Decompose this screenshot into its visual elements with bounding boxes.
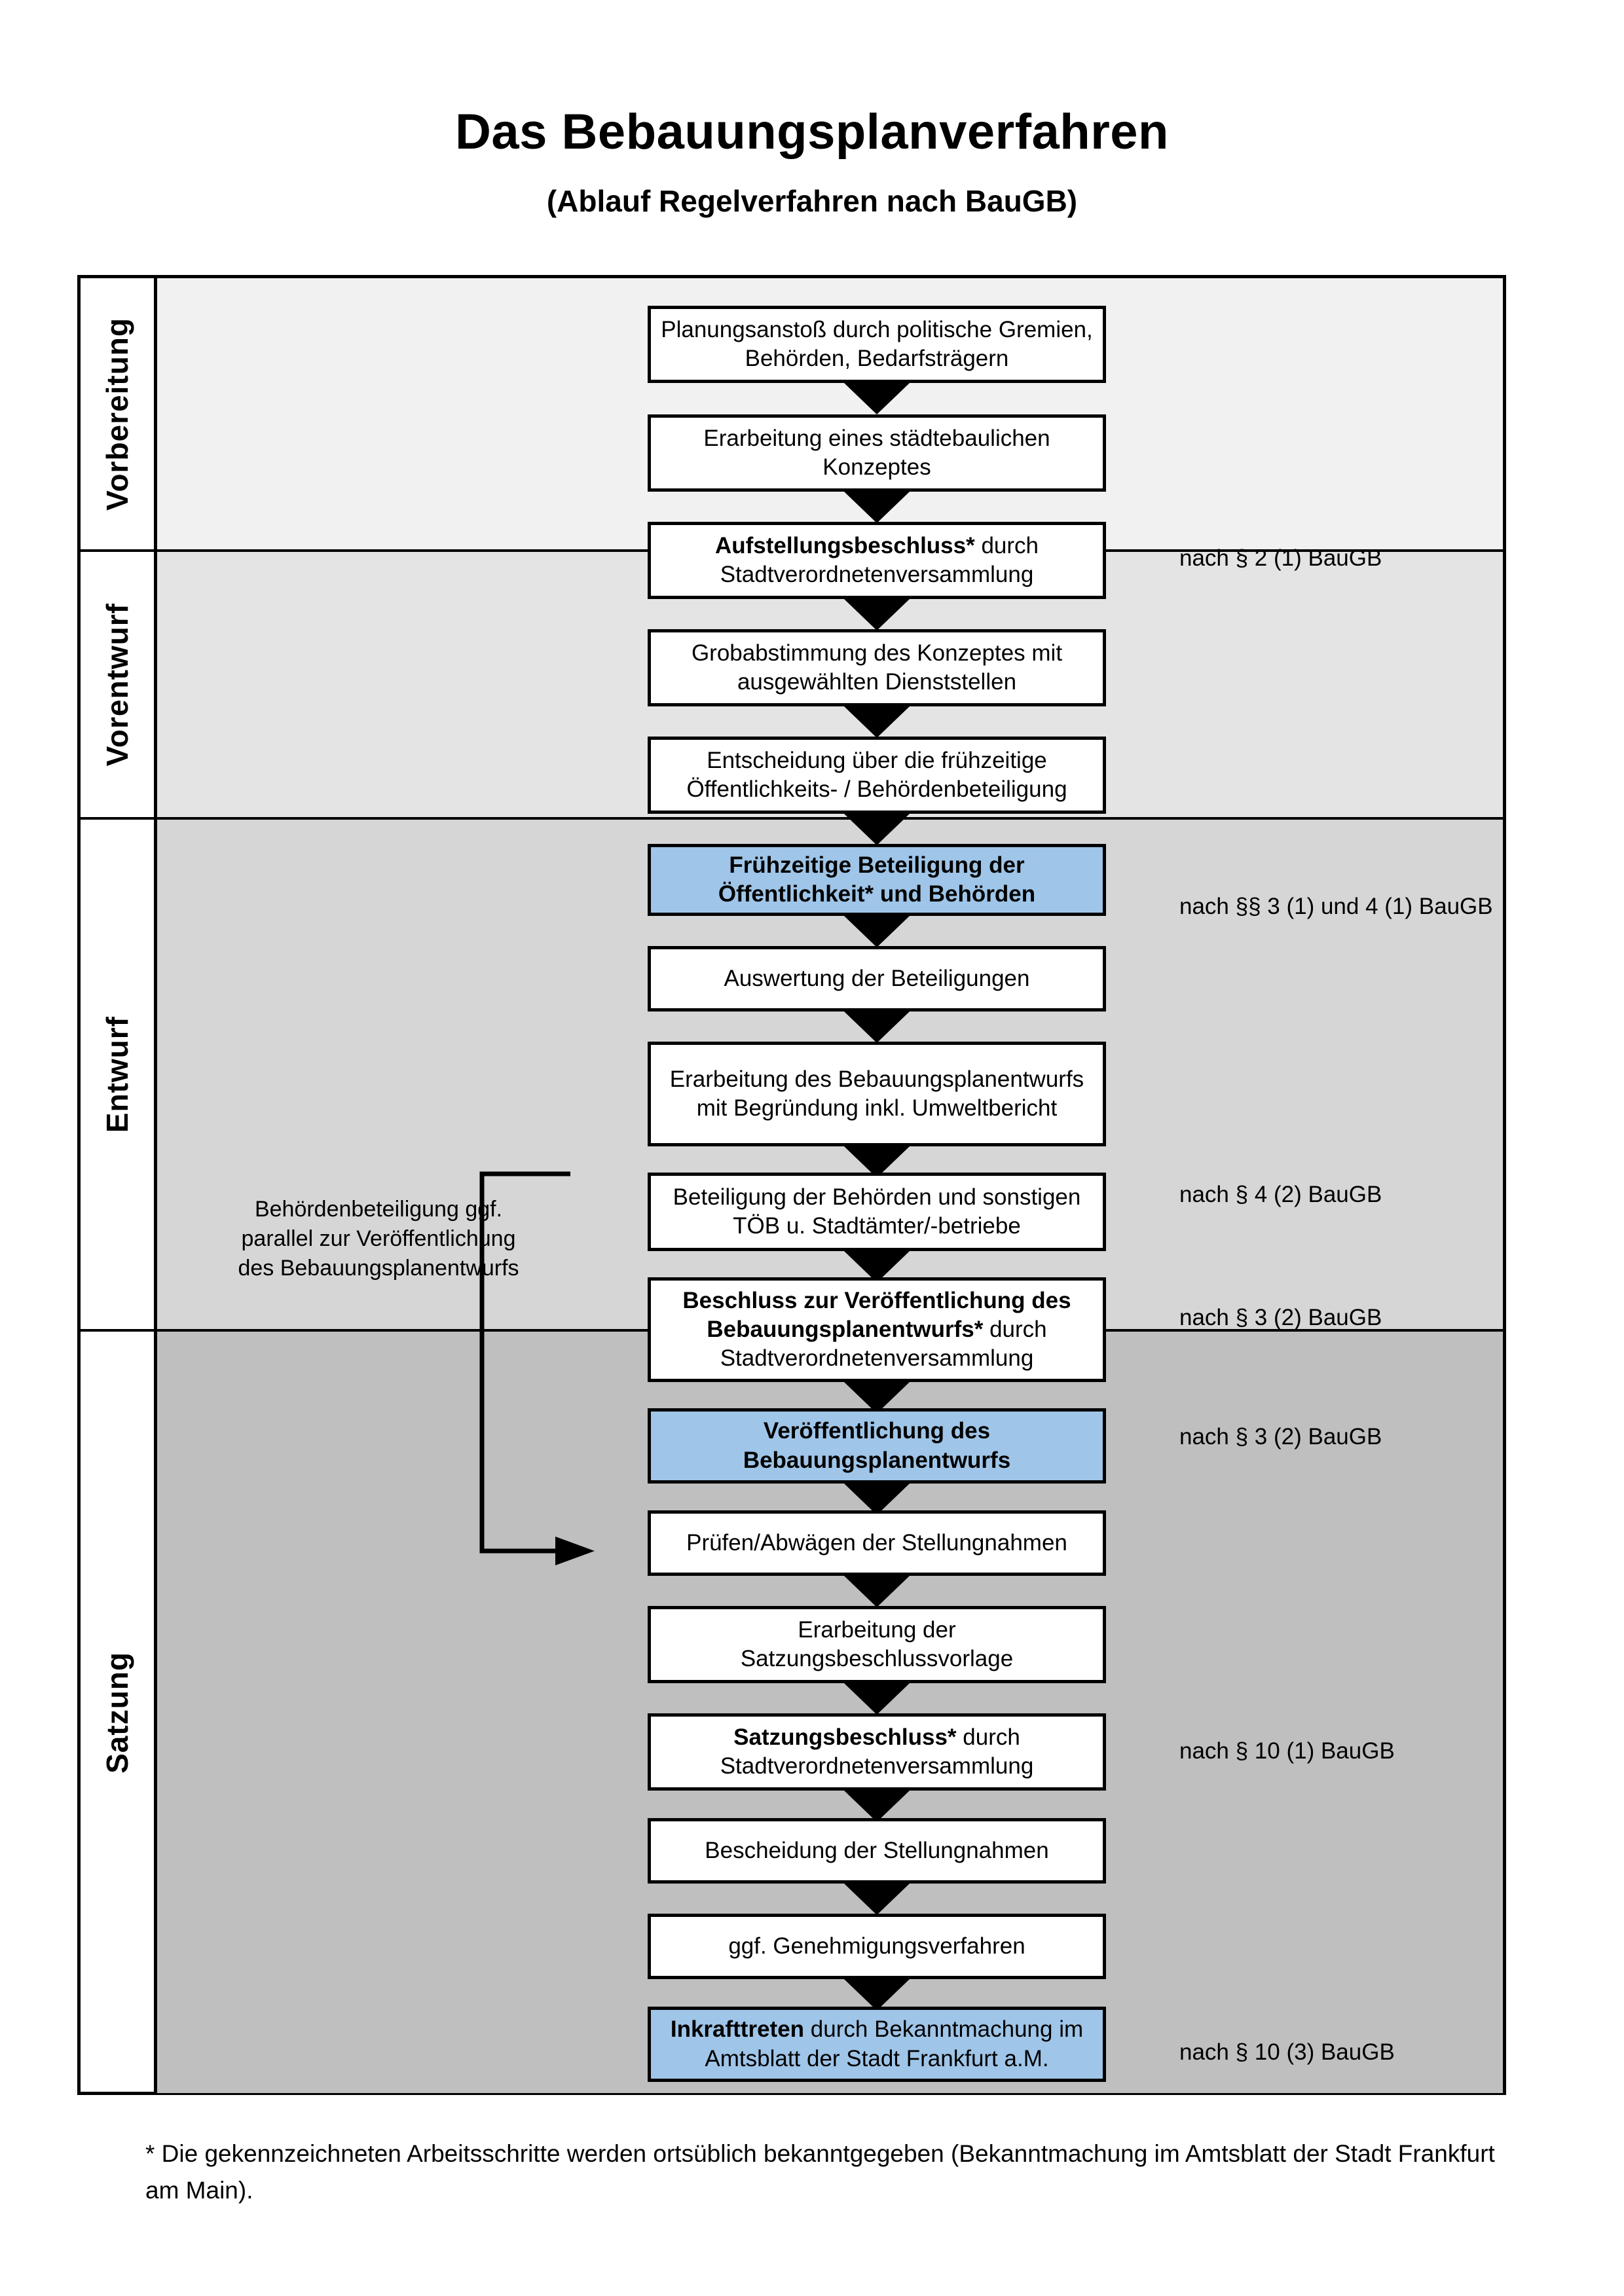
flow-step-box[interactable]: ggf. Genehmigungsverfahren bbox=[648, 1914, 1106, 1979]
phase-separator bbox=[81, 817, 1503, 820]
flow-step-text: Satzungsbeschluss* durch Stadtverordnete… bbox=[720, 1724, 1034, 1779]
document-header: Das Bebauungsplanverfahren (Ablauf Regel… bbox=[0, 105, 1624, 219]
phase-label-text: Vorbereitung bbox=[100, 317, 134, 511]
flow-step-text: Inkrafttreten durch Bekanntmachung im Am… bbox=[670, 2016, 1084, 2071]
legal-reference: nach § 3 (2) BauGB bbox=[1179, 1305, 1382, 1330]
flow-step-text: Frühzeitige Beteiligung der Öffentlichke… bbox=[718, 852, 1036, 907]
flow-step-box[interactable]: Planungsanstoß durch politische Gremien,… bbox=[648, 306, 1106, 383]
flow-step-box[interactable]: Erarbeitung des Bebauungsplanentwurfs mi… bbox=[648, 1042, 1106, 1146]
label-column-divider bbox=[154, 278, 157, 2092]
flow-step-box[interactable]: Satzungsbeschluss* durch Stadtverordnete… bbox=[648, 1713, 1106, 1791]
flow-step-box[interactable]: Bescheidung der Stellungnahmen bbox=[648, 1818, 1106, 1884]
legal-reference: nach § 10 (3) BauGB bbox=[1179, 2039, 1395, 2065]
phase-label-vorentwurf: Vorentwurf bbox=[81, 552, 154, 817]
flow-step-box[interactable]: Erarbeitung der Satzungsbeschlussvorlage bbox=[648, 1606, 1106, 1683]
flow-step-box[interactable]: Beschluss zur Veröffentlichung des Bebau… bbox=[648, 1277, 1106, 1382]
flow-step-text: Grobabstimmung des Konzeptes mit ausgewä… bbox=[691, 640, 1063, 695]
flow-step-box[interactable]: Prüfen/Abwägen der Stellungnahmen bbox=[648, 1510, 1106, 1576]
flow-step-text: Erarbeitung eines städtebaulichen Konzep… bbox=[703, 425, 1050, 480]
flow-step-text: Entscheidung über die frühzeitige Öffent… bbox=[686, 747, 1067, 802]
side-annotation-note: Behördenbeteiligung ggf. parallel zur Ve… bbox=[238, 1197, 519, 1281]
flow-step-box-highlight[interactable]: Inkrafttreten durch Bekanntmachung im Am… bbox=[648, 2007, 1106, 2082]
legal-reference: nach § 2 (1) BauGB bbox=[1179, 545, 1382, 571]
flow-step-box-highlight[interactable]: Veröffentlichung des Bebauungsplanentwur… bbox=[648, 1408, 1106, 1484]
page-title: Das Bebauungsplanverfahren bbox=[455, 104, 1169, 160]
flow-step-text: Erarbeitung des Bebauungsplanentwurfs mi… bbox=[669, 1066, 1084, 1121]
flow-step-text: ggf. Genehmigungsverfahren bbox=[728, 1933, 1025, 1959]
flow-step-text: Planungsanstoß durch politische Gremien,… bbox=[661, 316, 1093, 371]
legal-reference: nach §§ 3 (1) und 4 (1) BauGB bbox=[1179, 894, 1493, 919]
flow-step-box[interactable]: Aufstellungsbeschluss* durch Stadtverord… bbox=[648, 522, 1106, 599]
legal-reference: nach § 3 (2) BauGB bbox=[1179, 1424, 1382, 1449]
page-subtitle: (Ablauf Regelverfahren nach BauGB) bbox=[546, 183, 1078, 218]
flow-step-box[interactable]: Auswertung der Beteiligungen bbox=[648, 946, 1106, 1011]
flow-step-box-highlight[interactable]: Frühzeitige Beteiligung der Öffentlichke… bbox=[648, 844, 1106, 916]
legal-reference: nach § 10 (1) BauGB bbox=[1179, 1738, 1395, 1764]
flow-step-text: Aufstellungsbeschluss* durch Stadtverord… bbox=[714, 532, 1039, 587]
footnote-text: * Die gekennzeichneten Arbeitsschritte w… bbox=[145, 2140, 1495, 2204]
phase-label-vorbereitung: Vorbereitung bbox=[81, 278, 154, 549]
phase-label-text: Vorentwurf bbox=[100, 602, 134, 767]
phase-label-text: Satzung bbox=[100, 1651, 134, 1774]
flow-step-text: Auswertung der Beteiligungen bbox=[724, 965, 1030, 991]
phase-label-text: Entwurf bbox=[100, 1015, 134, 1133]
flow-step-text: Beschluss zur Veröffentlichung des Bebau… bbox=[682, 1287, 1071, 1372]
flow-step-text: Beteiligung der Behörden und sonstigen T… bbox=[673, 1184, 1081, 1239]
flow-step-box[interactable]: Entscheidung über die frühzeitige Öffent… bbox=[648, 737, 1106, 814]
flow-step-text: Prüfen/Abwägen der Stellungnahmen bbox=[686, 1529, 1067, 1556]
process-flow-diagram: Vorbereitung Vorentwurf Entwurf Satzung … bbox=[77, 275, 1506, 2095]
legal-reference: nach § 4 (2) BauGB bbox=[1179, 1182, 1382, 1207]
flow-step-box[interactable]: Erarbeitung eines städtebaulichen Konzep… bbox=[648, 414, 1106, 492]
flow-step-text: Bescheidung der Stellungnahmen bbox=[705, 1837, 1049, 1863]
phase-label-satzung: Satzung bbox=[81, 1332, 154, 2093]
flow-step-text: Veröffentlichung des Bebauungsplanentwur… bbox=[743, 1418, 1011, 1473]
flow-step-text: Erarbeitung der Satzungsbeschlussvorlage bbox=[740, 1616, 1014, 1671]
phase-label-entwurf: Entwurf bbox=[81, 820, 154, 1329]
flow-step-box[interactable]: Grobabstimmung des Konzeptes mit ausgewä… bbox=[648, 629, 1106, 706]
flow-step-box[interactable]: Beteiligung der Behörden und sonstigen T… bbox=[648, 1173, 1106, 1251]
